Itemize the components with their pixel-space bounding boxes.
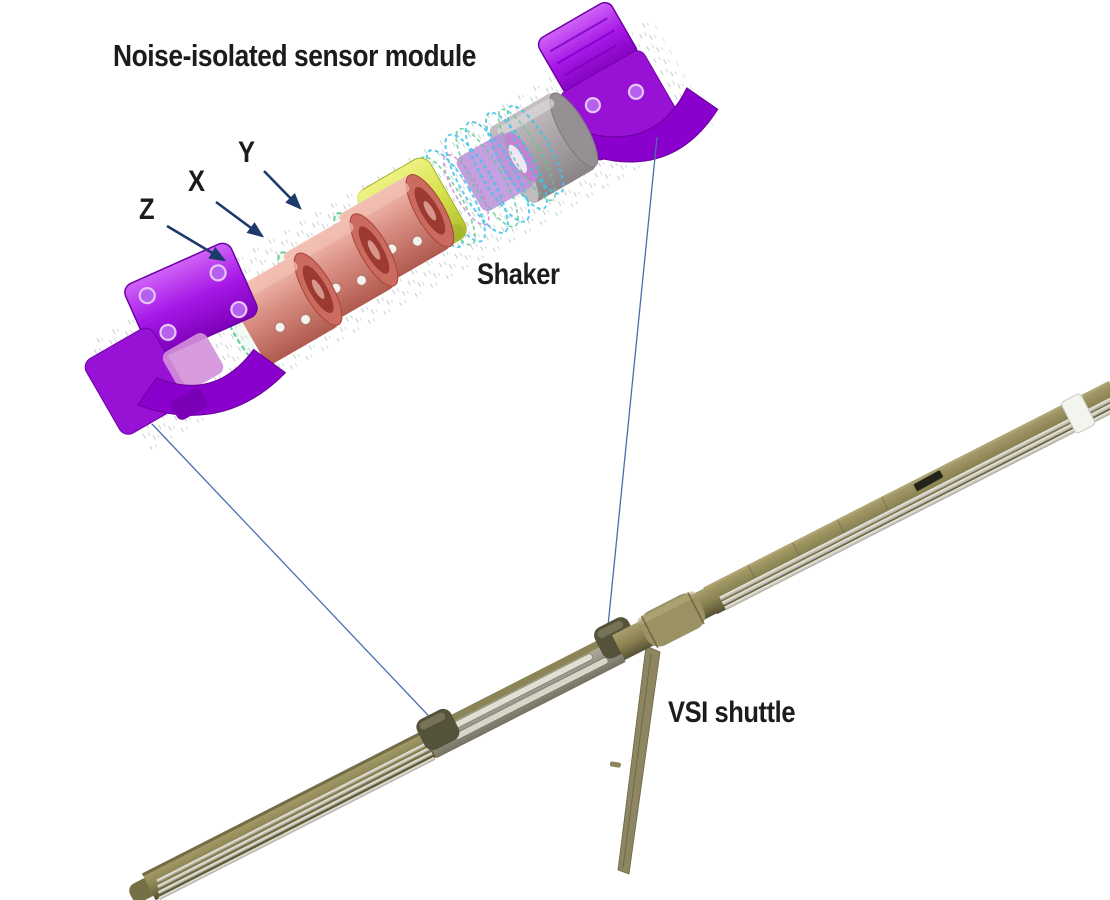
shaker-inner-core	[456, 132, 538, 211]
coupling-section	[612, 585, 723, 661]
sensor-z-cylinder	[221, 252, 343, 370]
leader-line-right	[606, 136, 658, 637]
z-callout-arrow	[166, 224, 227, 262]
leader-line-left	[151, 423, 444, 732]
shaker-wireframe-mesh	[410, 104, 565, 249]
black-marking	[913, 470, 943, 491]
shaker-label: Shaker	[477, 258, 560, 291]
vsi-shuttle-photo	[129, 380, 1110, 900]
x-axis-label: X	[188, 165, 205, 198]
right-mount-bracket	[537, 1, 719, 163]
lower-slotted-section	[142, 730, 437, 900]
y-callout-arrow	[263, 170, 302, 210]
z-axis-label: Z	[139, 193, 155, 226]
y-axis-label: Y	[238, 136, 255, 169]
upper-tool-body	[703, 380, 1110, 615]
vsi-shuttle-label: VSI shuttle	[668, 696, 796, 729]
left-mount-bracket	[84, 242, 287, 435]
anchoring-arm	[609, 645, 661, 875]
sleeve-clamp-left	[416, 708, 460, 751]
white-band	[1061, 393, 1096, 434]
sensor-module-cad	[84, 1, 719, 451]
x-callout-arrow	[215, 200, 265, 238]
figure-title: Noise-isolated sensor module	[113, 38, 476, 73]
